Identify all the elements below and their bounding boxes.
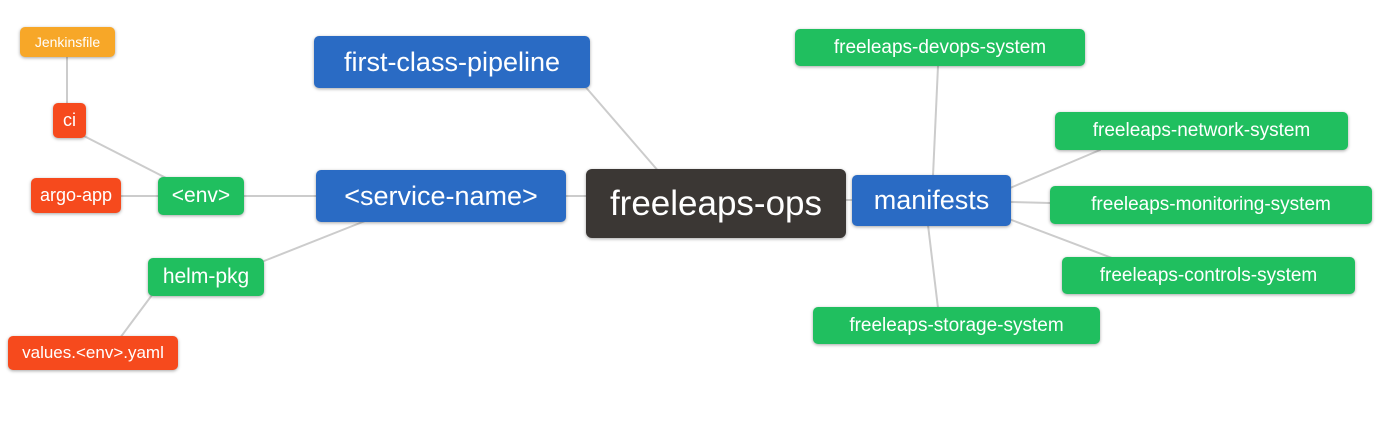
edge-manifests-controls [1008,218,1113,259]
node-argo-app[interactable]: argo-app [31,178,121,213]
edge-helm-pkg-values [119,294,153,339]
node-freeleaps-storage-system[interactable]: freeleaps-storage-system [813,307,1100,344]
node-ci[interactable]: ci [53,103,86,138]
node-manifests[interactable]: manifests [852,175,1011,226]
node-freeleaps-devops-system[interactable]: freeleaps-devops-system [795,29,1085,66]
edge-manifests-monitoring [1009,201,1051,204]
node-freeleaps-controls-system[interactable]: freeleaps-controls-system [1062,257,1355,294]
node-env[interactable]: <env> [158,177,244,215]
edge-manifests-devops [932,65,939,177]
node-root-freeleaps-ops[interactable]: freeleaps-ops [586,169,846,238]
node-freeleaps-monitoring-system[interactable]: freeleaps-monitoring-system [1050,186,1372,224]
edge-helm-pkg-service-name [263,220,366,262]
node-service-name[interactable]: <service-name> [316,170,566,222]
node-values-env-yaml[interactable]: values.<env>.yaml [8,336,178,370]
node-freeleaps-network-system[interactable]: freeleaps-network-system [1055,112,1348,150]
edge-manifests-storage [927,224,939,309]
edge-ci-env [79,133,171,181]
node-first-class-pipeline[interactable]: first-class-pipeline [314,36,590,88]
edge-first-class-pipeline-root [582,83,661,174]
node-helm-pkg[interactable]: helm-pkg [148,258,264,296]
node-jenkinsfile[interactable]: Jenkinsfile [20,27,115,57]
edge-manifests-network [1009,149,1101,189]
